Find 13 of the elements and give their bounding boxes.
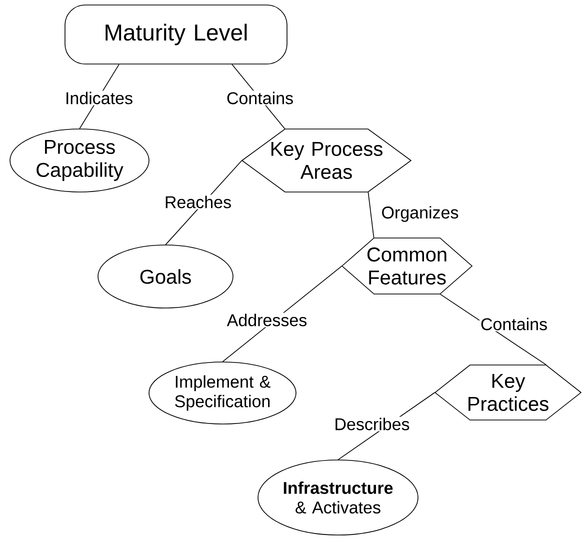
edge-label: Addresses [226,312,308,328]
edge-label: Contains [225,90,295,106]
ellipse-node: Goals [98,244,234,308]
rounded-box: Maturity Level [64,4,288,64]
edge-label: Describes [333,416,411,432]
ellipse-node: Infrastructure & Activates [258,460,418,536]
ellipse-node: Process Capability [10,128,150,192]
edge-label: Indicates [64,90,134,106]
edge-label: Reaches [163,194,233,210]
ellipse-node: Implement & Specification [148,362,296,424]
edge-label: Organizes [380,205,460,223]
connector-line [368,192,374,238]
edge-label: Contains [479,316,549,332]
